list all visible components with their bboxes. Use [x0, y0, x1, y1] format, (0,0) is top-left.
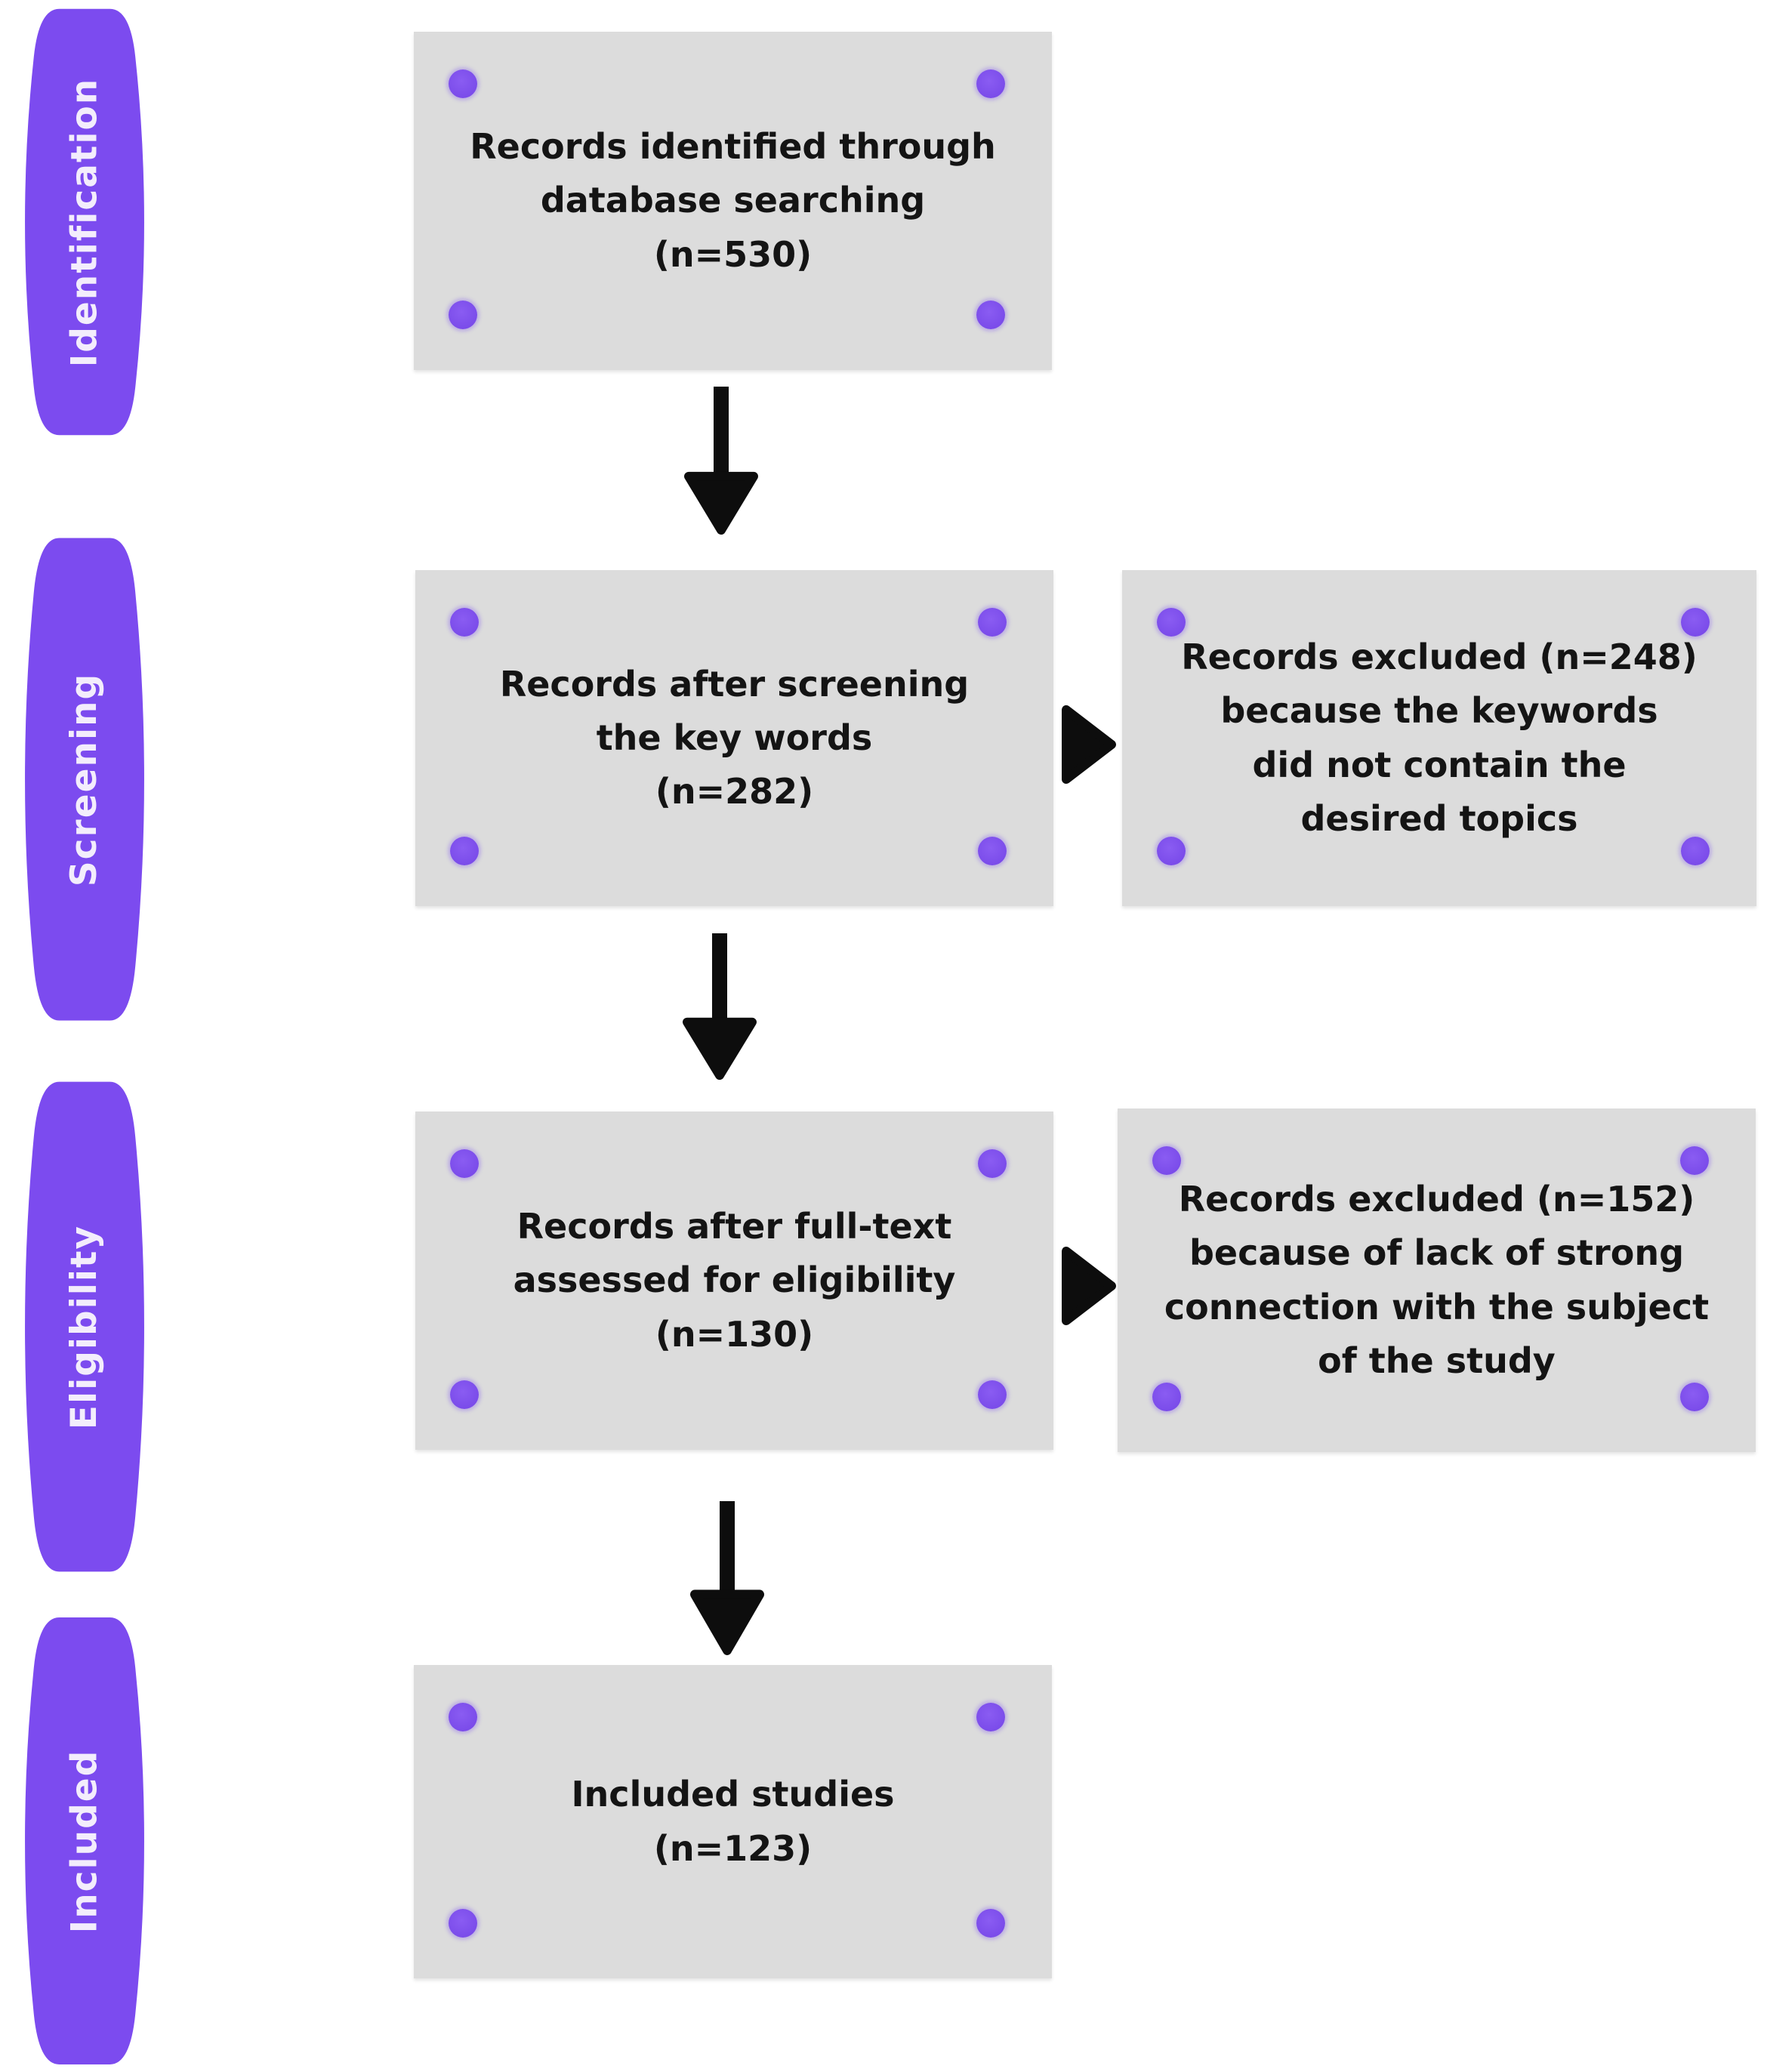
corner-dot-icon	[1157, 837, 1186, 865]
stage-label-identification: Identification	[63, 77, 106, 367]
down-arrow-icon	[683, 933, 757, 1081]
corner-dot-icon	[976, 301, 1005, 329]
corner-dot-icon	[450, 1149, 479, 1178]
corner-dot-icon	[976, 1909, 1005, 1938]
box-excluded-keywords: Records excluded (n=248) because the key…	[1122, 570, 1756, 906]
right-arrow-icon	[1062, 705, 1116, 784]
stage-banner-eligibility: Eligibility	[21, 1077, 148, 1577]
stage-banner-included: Included	[21, 1613, 148, 2069]
corner-dot-icon	[978, 1149, 1007, 1178]
corner-dot-icon	[1157, 608, 1186, 637]
box-text-excluded-keywords: Records excluded (n=248) because the key…	[1181, 636, 1698, 839]
box-records-screened: Records after screening the key words (n…	[415, 570, 1053, 906]
stage-banner-identification: Identification	[21, 5, 148, 439]
box-text-excluded-connection: Records excluded (n=152) because of lack…	[1164, 1178, 1710, 1381]
corner-dot-icon	[449, 69, 477, 98]
corner-dot-icon	[978, 1380, 1007, 1409]
box-excluded-connection: Records excluded (n=152) because of lack…	[1118, 1108, 1756, 1452]
right-arrow-icon	[1062, 1247, 1116, 1325]
corner-dot-icon	[449, 301, 477, 329]
box-text-records-identified: Records identified through database sear…	[470, 126, 996, 275]
corner-dot-icon	[1680, 1146, 1709, 1175]
stage-label-included: Included	[63, 1749, 106, 1933]
corner-dot-icon	[976, 69, 1005, 98]
corner-dot-icon	[449, 1909, 477, 1938]
corner-dot-icon	[450, 1380, 479, 1409]
down-arrow-icon	[690, 1501, 764, 1655]
stage-banner-screening: Screening	[21, 533, 148, 1025]
lens-shape	[25, 1617, 144, 2064]
stage-label-eligibility: Eligibility	[63, 1224, 106, 1429]
box-text-fulltext-assessed: Records after full-text assessed for eli…	[513, 1206, 956, 1355]
box-fulltext-assessed: Records after full-text assessed for eli…	[415, 1112, 1053, 1450]
lens-shape	[25, 538, 144, 1021]
lens-shape	[25, 8, 144, 436]
down-arrow-icon	[684, 387, 758, 535]
corner-dot-icon	[978, 608, 1007, 637]
stage-label-screening: Screening	[63, 672, 106, 886]
corner-dot-icon	[976, 1703, 1005, 1731]
corner-dot-icon	[1152, 1383, 1181, 1411]
corner-dot-icon	[450, 608, 479, 637]
lens-shape	[25, 1081, 144, 1572]
corner-dot-icon	[978, 837, 1007, 865]
corner-dot-icon	[449, 1703, 477, 1731]
box-records-identified: Records identified through database sear…	[414, 32, 1052, 370]
box-included-studies: Included studies (n=123)	[414, 1665, 1052, 1978]
corner-dot-icon	[1680, 1383, 1709, 1411]
corner-dot-icon	[1681, 837, 1710, 865]
corner-dot-icon	[1152, 1146, 1181, 1175]
box-text-records-screened: Records after screening the key words (n…	[499, 663, 970, 812]
box-text-included-studies: Included studies (n=123)	[571, 1774, 895, 1869]
corner-dot-icon	[450, 837, 479, 865]
corner-dot-icon	[1681, 608, 1710, 637]
